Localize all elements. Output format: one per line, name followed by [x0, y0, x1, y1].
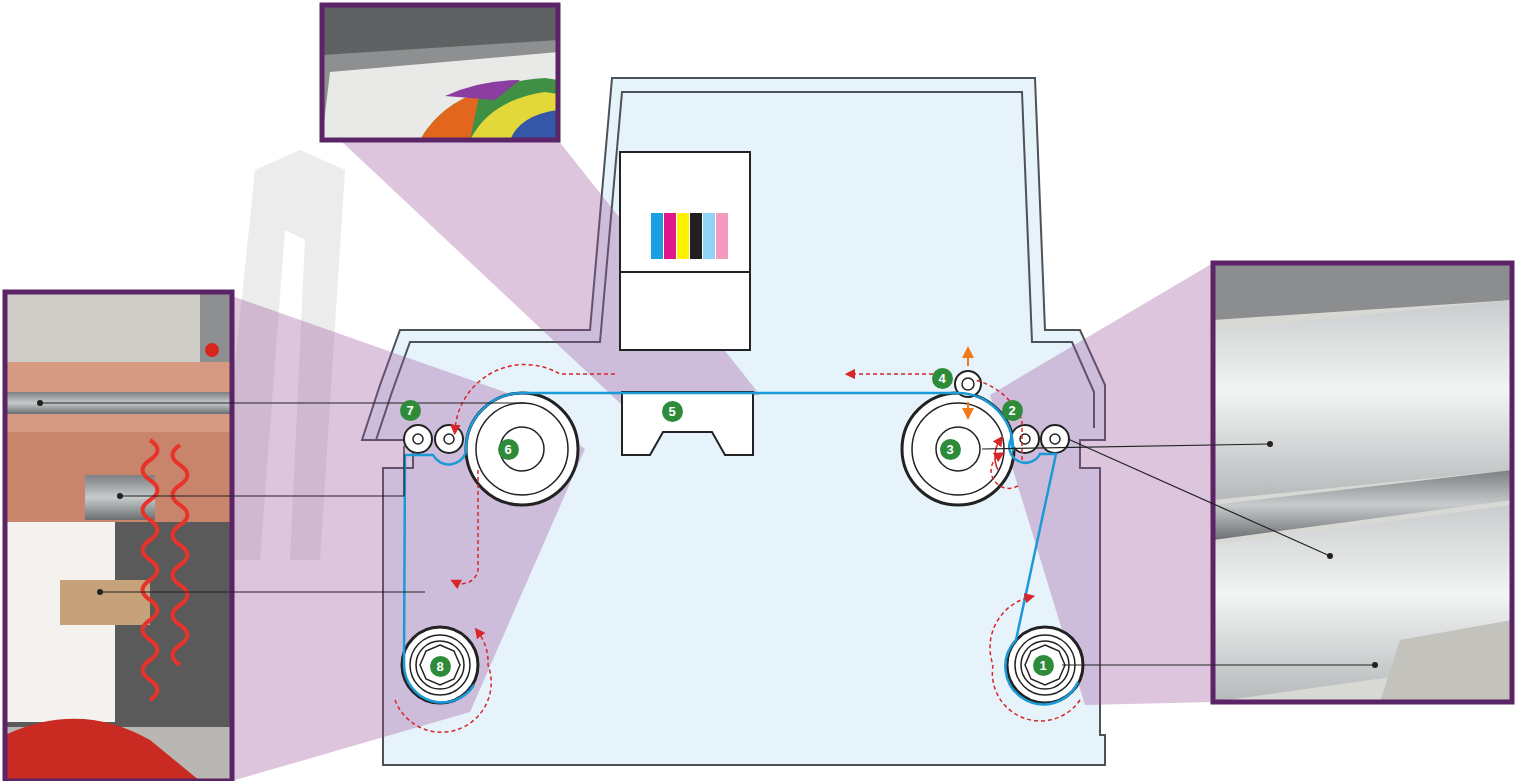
- callout-number: 5: [668, 405, 675, 418]
- callout-badge: 4: [932, 368, 953, 389]
- callout-number: 3: [946, 443, 953, 456]
- callout-number: 1: [1039, 659, 1046, 672]
- callout-number: 7: [406, 404, 413, 417]
- callout-number: 6: [504, 443, 511, 456]
- callout-badge: 1: [1033, 655, 1054, 676]
- callout-number: 2: [1008, 404, 1015, 417]
- callout-badge: 8: [430, 656, 451, 677]
- callout-number: 4: [938, 372, 945, 385]
- callout-badge: 3: [940, 439, 961, 460]
- callout-badge: 2: [1002, 400, 1023, 421]
- callout-badge: 6: [498, 439, 519, 460]
- callout-number: 8: [436, 660, 443, 673]
- callout-badge: 7: [400, 400, 421, 421]
- callout-badge: 5: [662, 401, 683, 422]
